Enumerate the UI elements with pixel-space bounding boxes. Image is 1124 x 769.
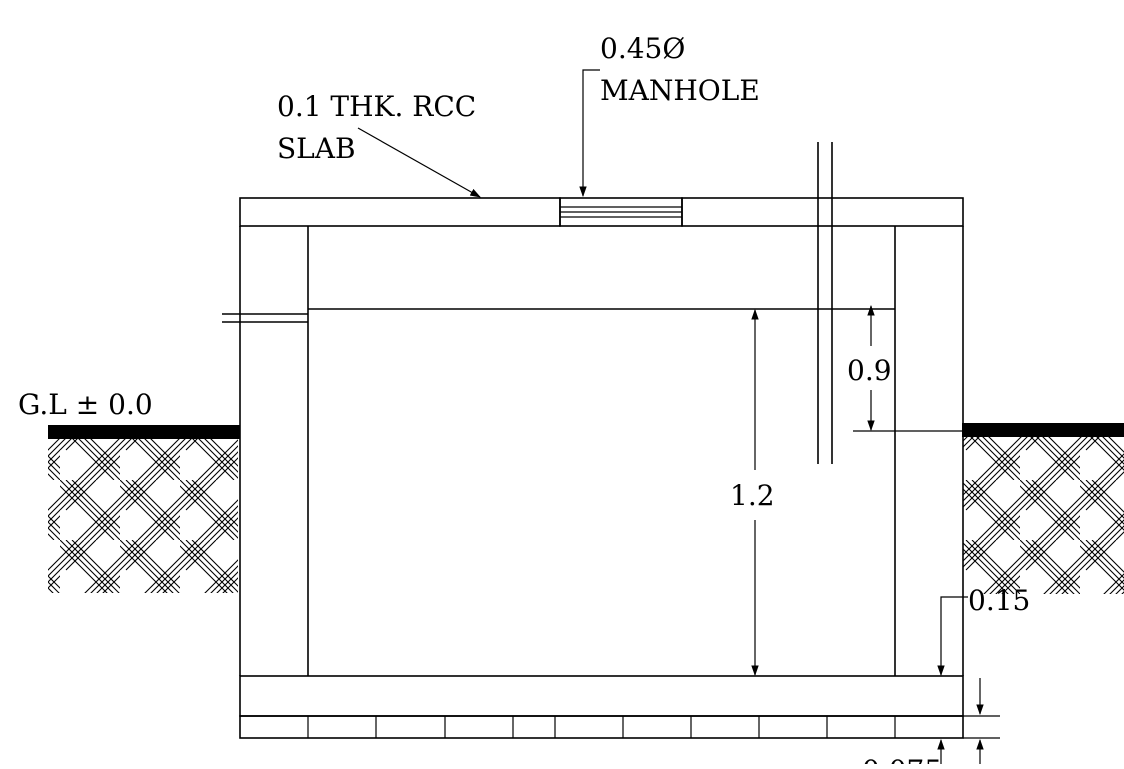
dim-pcc [937,678,1000,764]
dim-wall [937,596,968,677]
slab-leader [357,127,481,198]
ground-line-right [962,423,1124,437]
ground-level-label: G.L ± 0.0 [18,388,153,421]
dim-wall-label: 0.15 [968,584,1030,617]
tank-walls [239,226,964,676]
dim-freeboard [853,304,963,432]
inlet-pipe [222,308,895,323]
pcc-bed [239,715,964,739]
earth-left [48,425,240,593]
slab-label-line1: 0.1 THK. RCC [277,90,476,123]
vent-pipe [817,142,833,464]
manhole-label-line1: 0.45Ø [600,32,685,65]
bottom-rcc-slab [239,675,964,717]
manhole-leader [579,69,600,198]
earth-right [962,423,1124,594]
ground-line-left [48,425,240,439]
slab-label-line2: SLAB [277,132,356,165]
dim-pcc-label: 0.075 [862,754,942,764]
dim-depth-label: 1.2 [730,479,775,512]
top-rcc-slab [239,197,964,227]
dim-freeboard-label: 0.9 [847,354,892,387]
manhole-label-line2: MANHOLE [600,74,760,107]
